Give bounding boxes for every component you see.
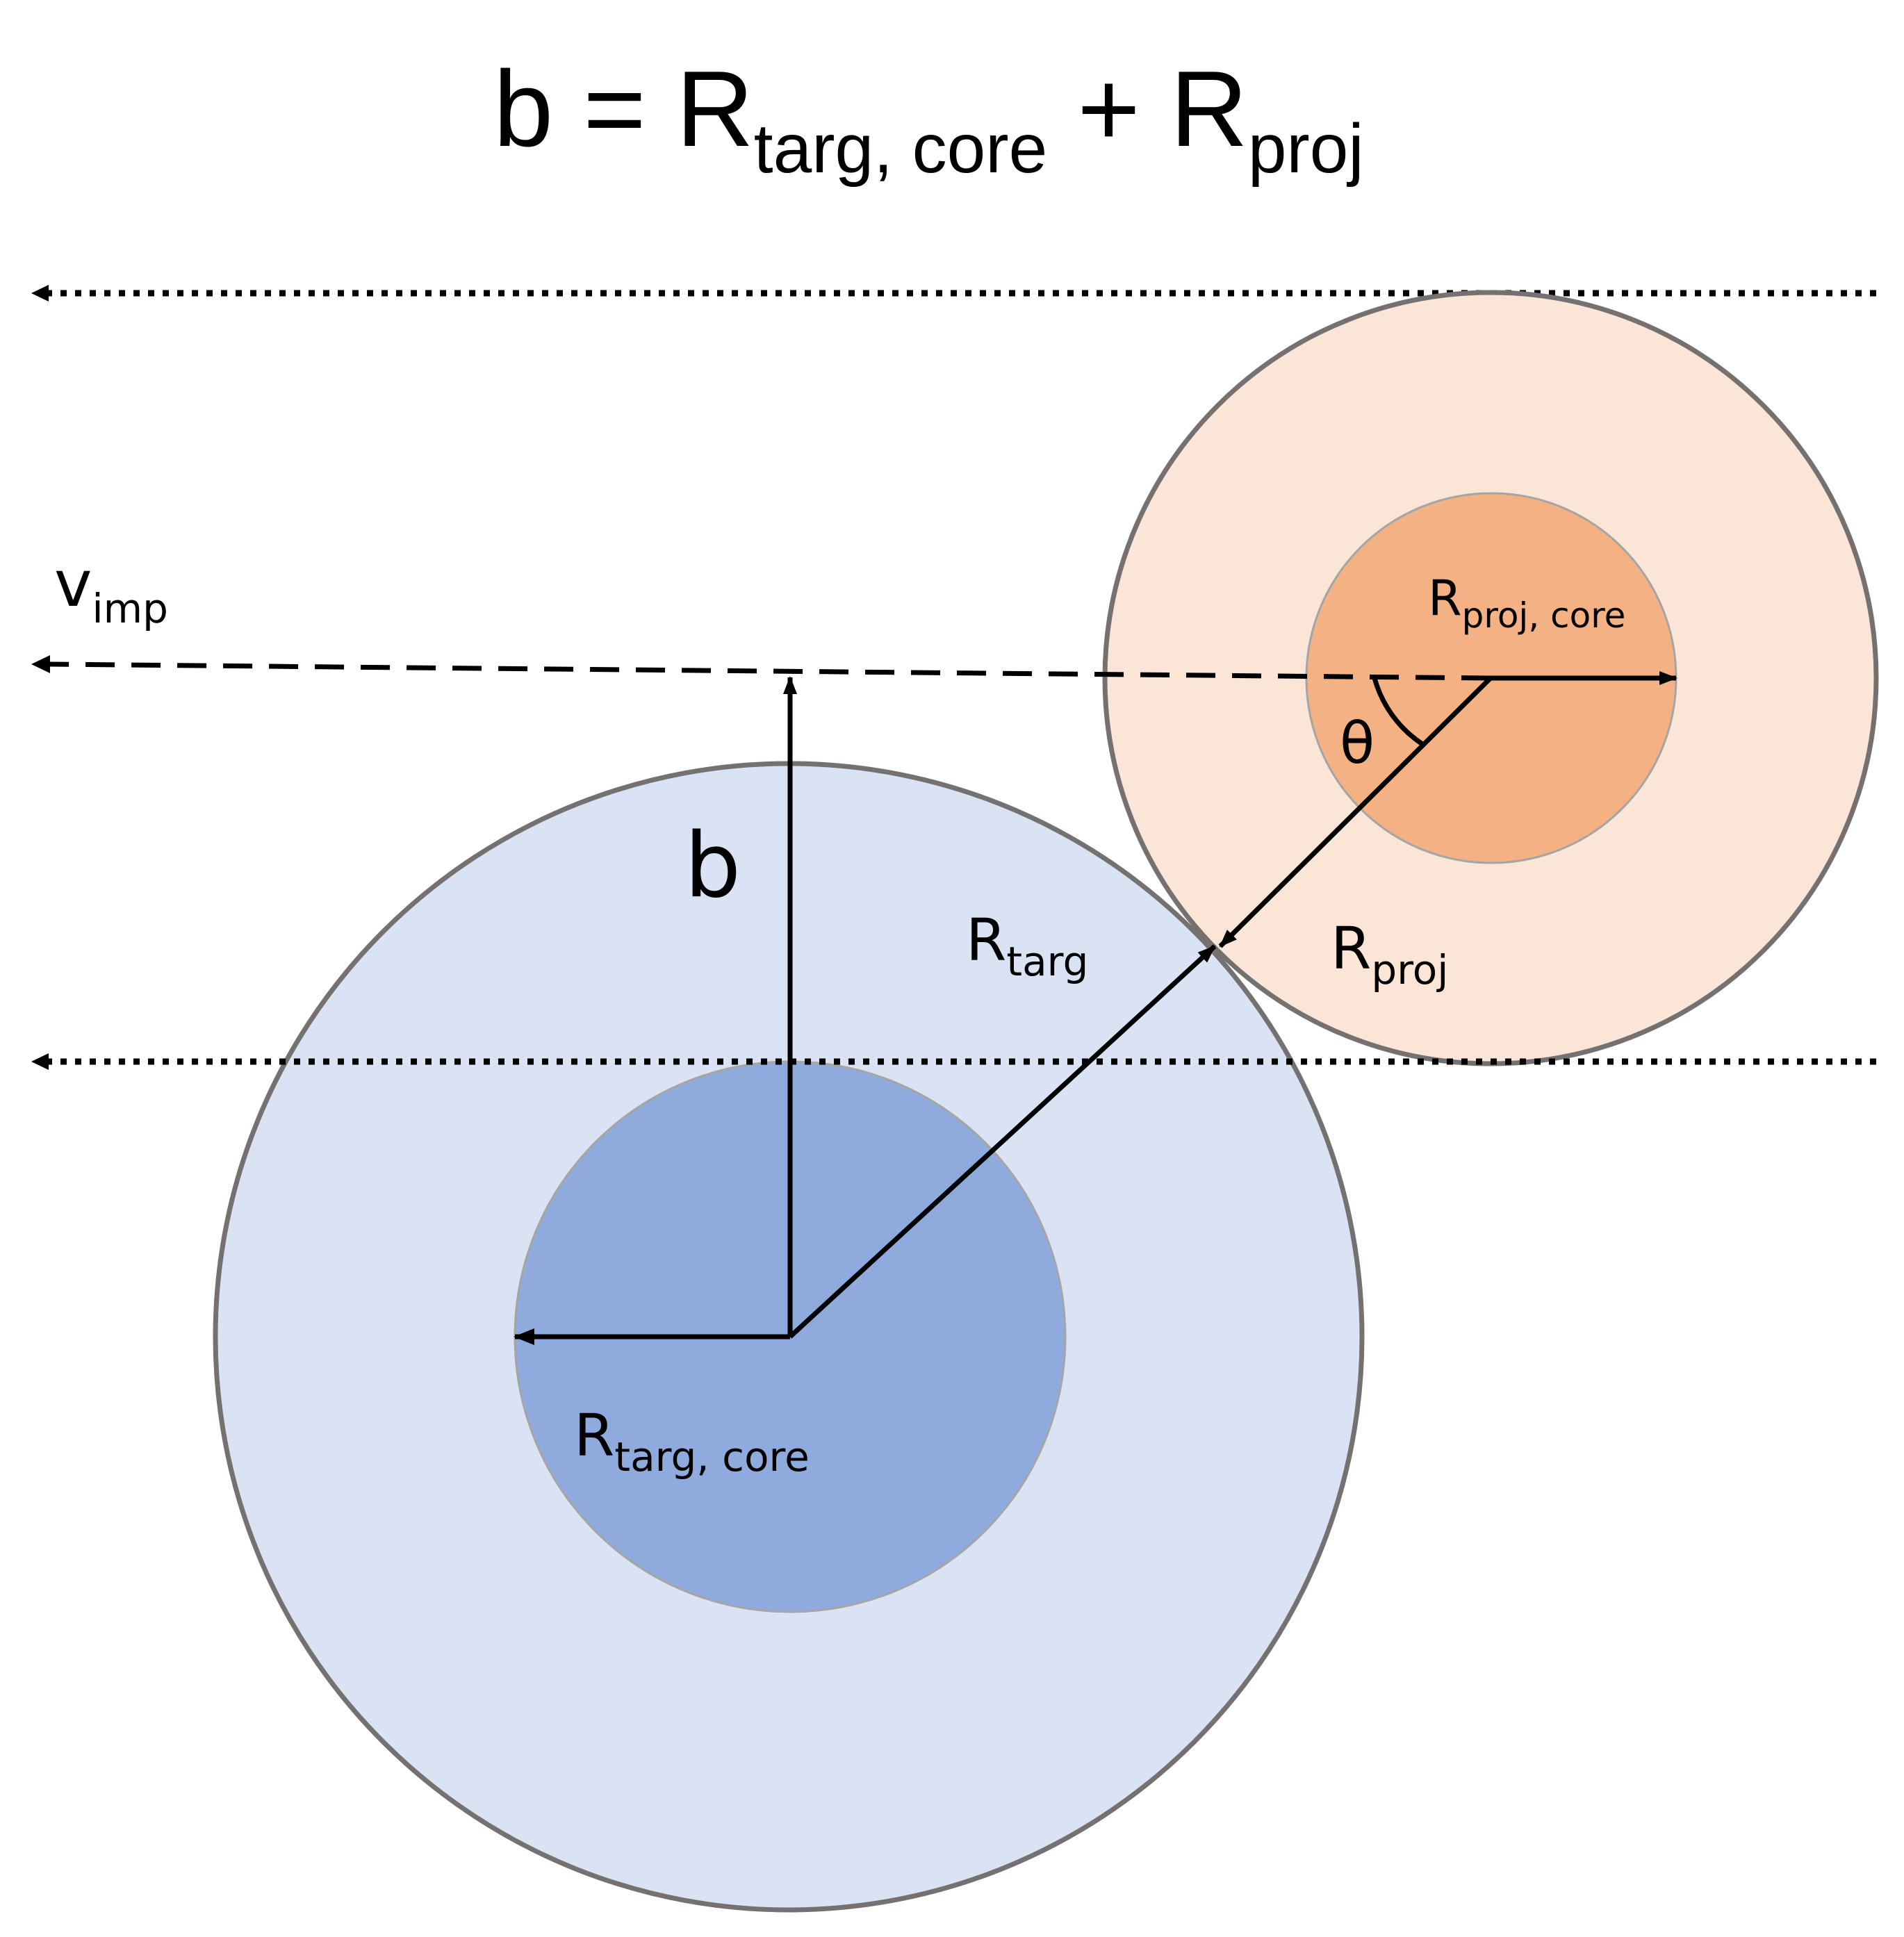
theta-label: θ (1340, 711, 1374, 777)
projectile-radius-label-base: R (1331, 914, 1371, 982)
projectile-core-radius-label: Rproj, core (1428, 570, 1625, 636)
equation-lhs: b = R (493, 49, 754, 169)
velocity-label-base: v (54, 547, 92, 621)
target-core-radius-label-sub: targ, core (614, 1433, 809, 1481)
equation-title: b = Rtarg, core + Rproj (493, 49, 1364, 188)
projectile-radius-label-sub: proj (1371, 946, 1448, 994)
bottom-dotted-arrowhead (31, 1053, 49, 1070)
target-radius-label: Rtarg (966, 906, 1088, 985)
equation-sub-proj: proj (1248, 110, 1364, 188)
theta-angle-arc (1372, 677, 1424, 746)
projectile-core-radius-label-base: R (1428, 570, 1462, 627)
impact-parameter-label: b (684, 814, 741, 918)
target-core-radius-label: Rtarg, core (574, 1401, 810, 1481)
equation-sub-targ-core: targ, core (754, 110, 1047, 188)
target-radius-label-sub: targ (1006, 938, 1088, 985)
target-radius-label-base: R (966, 906, 1006, 974)
velocity-label-sub: imp (92, 585, 167, 632)
velocity-label: vimp (54, 547, 168, 632)
projectile-core-radius-label-sub: proj, core (1462, 595, 1626, 636)
projectile-radius-label: Rproj (1331, 914, 1448, 994)
impact-velocity-line (49, 661, 1491, 681)
top-dotted-arrowhead (31, 285, 49, 302)
velocity-arrowhead (31, 655, 50, 673)
target-core-radius-label-base: R (574, 1401, 614, 1469)
target-radius-arrow (788, 944, 1217, 1339)
projectile-radius-arrow (1218, 676, 1493, 948)
equation-plus: + R (1047, 49, 1248, 169)
